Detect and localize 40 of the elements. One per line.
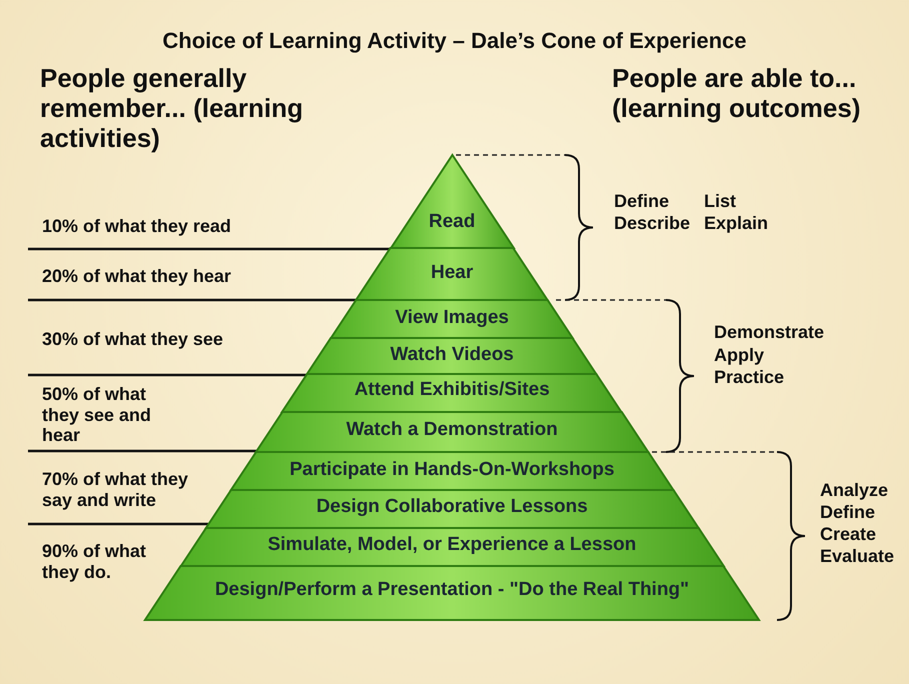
pyramid-band — [356, 248, 548, 300]
outcome-label: Analyze — [820, 480, 890, 501]
outcome-label: Practice — [714, 367, 786, 388]
outcome-label: Define — [820, 502, 876, 523]
pyramid-band — [256, 412, 648, 452]
outcome-label: Define — [614, 191, 670, 212]
title: Choice of Learning Activity – Dale’s Cone of Experience — [162, 28, 748, 54]
outcome-label: Describe — [614, 213, 692, 234]
pyramid-band — [307, 338, 597, 374]
pyramid-band — [331, 300, 573, 338]
pyramid-band — [145, 566, 759, 620]
retention-label: 90% of what they do. — [42, 541, 148, 582]
band-label: Participate in Hands-On-Workshops — [288, 459, 616, 481]
band-label: Simulate, Model, or Experience a Lesson — [266, 534, 638, 556]
outcome-label: Explain — [704, 213, 770, 234]
band-label: Hear — [430, 262, 474, 284]
outcome-label: Demonstrate — [714, 322, 826, 343]
retention-label: 30% of what they see — [42, 329, 224, 350]
pyramid-band — [180, 528, 724, 566]
band-label: Read — [428, 211, 476, 233]
retention-label: 50% of what they see and hear — [42, 384, 152, 446]
retention-label: 20% of what they hear — [42, 266, 232, 287]
outcome-label: List — [704, 191, 738, 212]
band-label: View Images — [394, 307, 510, 329]
column-heading: People are able to... (learning outcomes) — [612, 64, 862, 124]
pyramid-band — [206, 490, 698, 528]
pyramid-apex — [390, 155, 514, 248]
band-label: Watch a Demonstration — [345, 419, 559, 441]
band-label: Attend Exhibitis/Sites — [353, 379, 551, 401]
band-label: Design/Perform a Presentation - "Do the Real Thing" — [214, 579, 690, 601]
retention-label: 70% of what they say and write — [42, 469, 190, 510]
band-label: Design Collaborative Lessons — [315, 496, 589, 518]
outcome-label: Evaluate — [820, 546, 896, 567]
band-label: Watch Videos — [389, 344, 515, 366]
outcome-label: Apply — [714, 345, 766, 366]
retention-label: 10% of what they read — [42, 216, 232, 237]
outcome-label: Create — [820, 524, 878, 545]
column-heading: People generally remember... (learning activities) — [40, 64, 304, 154]
pyramid-band — [282, 374, 622, 412]
pyramid-band — [230, 452, 674, 490]
